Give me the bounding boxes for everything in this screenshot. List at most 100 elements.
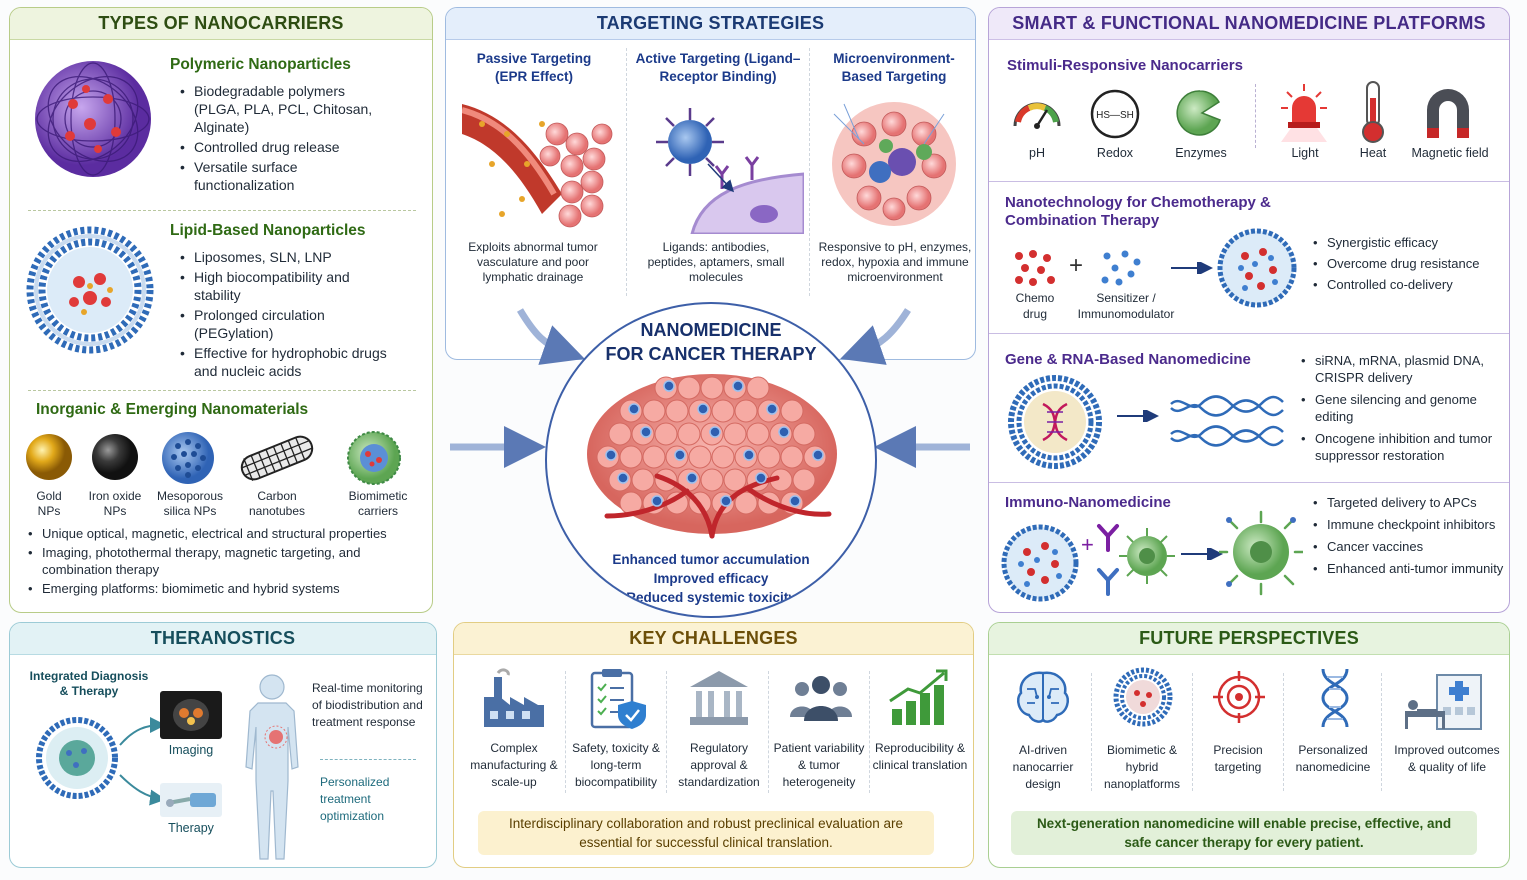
- list-item: Gene silencing and genome editing: [1299, 391, 1505, 425]
- ph-icon: [1013, 102, 1061, 129]
- lipid-title: Lipid-Based Nanoparticles: [170, 222, 366, 239]
- personalized-text: Personalized treatment optimization: [320, 775, 390, 823]
- future-title: FUTURE PERSPECTIVES: [989, 623, 1509, 655]
- list-item: Effective for hydrophobic drugs and nucl…: [178, 344, 388, 380]
- list-item: Emerging platforms: biomimetic and hybri…: [26, 580, 426, 597]
- iron-oxide-np-image: [92, 434, 138, 480]
- list-item: Oncogene inhibition and tumor suppressor…: [1299, 430, 1505, 464]
- stimulus-label: Magnetic field: [1411, 146, 1489, 160]
- microenvironment-title: Microenvironment-Based Targeting: [833, 51, 955, 84]
- challenge-label: Regulatory approval & standardization: [678, 741, 760, 789]
- list-item: Overcome drug resistance: [1311, 255, 1509, 272]
- gene-list: siRNA, mRNA, plasmid DNA, CRISPR deliver…: [1299, 352, 1505, 466]
- chemo-drug-icon: [1015, 250, 1055, 286]
- future-label: Personalized nanomedicine: [1295, 743, 1371, 774]
- center-circle: NANOMEDICINE FOR CANCER THERAPY Enhanced…: [545, 302, 877, 618]
- precision-target-icon: [1213, 671, 1265, 723]
- future-label: Biomimetic & hybrid nanoplatforms: [1103, 743, 1181, 791]
- chemo-title: Nanotechnology for Chemotherapy & Combin…: [1005, 194, 1271, 229]
- lipid-list: Liposomes, SLN, LNP High biocompatibilit…: [178, 248, 388, 382]
- gene-arrow: [1117, 410, 1159, 422]
- gene-nanoparticle-image: [1008, 375, 1102, 469]
- immuno-nanoparticle-image: [1001, 524, 1079, 602]
- list-item: Imaging, photothermal therapy, magnetic …: [26, 544, 426, 578]
- future-note: Next-generation nanomedicine will enable…: [1011, 811, 1477, 855]
- center-title: NANOMEDICINE FOR CANCER THERAPY: [605, 320, 817, 364]
- antibody-icon: [1097, 524, 1119, 596]
- list-item: Targeted delivery to APCs: [1311, 494, 1507, 511]
- center-benefits: Enhanced tumor accumulation Improved eff…: [547, 550, 875, 607]
- biomimetic-carrier-image: [347, 431, 401, 485]
- therapy-label: Therapy: [168, 821, 214, 835]
- svg-text:HS—SH: HS—SH: [1096, 110, 1134, 121]
- challenges-panel: KEY CHALLENGES Complex manufacturing & s…: [453, 622, 974, 868]
- tumor-image: [587, 374, 837, 539]
- imaging-image: [160, 691, 222, 739]
- theranostics-title: THERANOSTICS: [10, 623, 436, 655]
- theranostics-panel: THERANOSTICS Integrated Diagnosis & Ther…: [9, 622, 437, 868]
- smart-panel: SMART & FUNCTIONAL NANOMEDICINE PLATFORM…: [988, 7, 1510, 613]
- list-item: Prolonged circulation (PEGylation): [178, 306, 388, 342]
- benefit-item: Improved efficacy: [653, 571, 769, 586]
- hospital-icon: [1405, 674, 1482, 730]
- gold-np-label: Gold NPs: [36, 489, 62, 518]
- types-panel: TYPES OF NANOCARRIERS Polymeric Nanopart…: [9, 7, 433, 613]
- types-title: TYPES OF NANOCARRIERS: [10, 8, 432, 40]
- ai-brain-icon: [1017, 671, 1069, 723]
- theranostic-nanoparticle-image: [36, 717, 118, 799]
- list-item: Immune checkpoint inhibitors: [1311, 516, 1507, 533]
- carbon-nanotube-label: Carbon nanotubes: [248, 489, 306, 518]
- targeting-title: TARGETING STRATEGIES: [446, 8, 975, 40]
- list-item: Unique optical, magnetic, electrical and…: [26, 525, 426, 542]
- stimulus-label: Heat: [1359, 146, 1387, 160]
- theranostics-subtitle: Integrated Diagnosis & Therapy: [29, 669, 149, 698]
- future-panel: FUTURE PERSPECTIVES AI-driven nanocarrie…: [988, 622, 1510, 868]
- list-item: Cancer vaccines: [1311, 538, 1507, 555]
- immuno-list: Targeted delivery to APCs Immune checkpo…: [1311, 494, 1507, 579]
- magnet-icon: [1427, 89, 1469, 138]
- gold-np-image: [26, 434, 72, 480]
- biomimetic-label: Biomimetic carriers: [348, 489, 408, 518]
- stimulus-label: Light: [1291, 146, 1319, 160]
- stimulus-label: pH: [1029, 146, 1045, 160]
- monitoring-text: Real-time monitoring of biodistribution …: [312, 681, 423, 729]
- enzyme-icon: [1176, 90, 1221, 136]
- factory-icon: [484, 668, 544, 727]
- gene-title: Gene & RNA-Based Nanomedicine: [1005, 351, 1251, 368]
- immune-cell-icon: [1119, 528, 1175, 584]
- imaging-label: Imaging: [168, 743, 214, 757]
- list-item: Synergistic efficacy: [1311, 234, 1509, 251]
- challenge-label: Reproducibility & clinical translation: [872, 741, 968, 772]
- challenge-label: Safety, toxicity & long-term biocompatib…: [572, 741, 660, 789]
- therapy-image: [160, 783, 222, 817]
- polymeric-list: Biodegradable polymers (PLGA, PLA, PCL, …: [178, 82, 388, 196]
- heat-icon: [1362, 81, 1384, 143]
- passive-targeting-image: [462, 104, 613, 228]
- stimuli-title: Stimuli-Responsive Nanocarriers: [1007, 57, 1243, 74]
- future-label: AI-driven nanocarrier design: [1012, 743, 1074, 791]
- challenges-note: Interdisciplinary collaboration and robu…: [478, 811, 934, 855]
- redox-icon: HS—SH: [1090, 89, 1140, 139]
- light-icon: [1281, 84, 1327, 142]
- immuno-arrow: [1181, 548, 1223, 560]
- microenvironment-image: [832, 102, 956, 226]
- theranostic-arrows: [119, 717, 166, 806]
- chemo-arrow: [1171, 262, 1213, 274]
- list-item: siRNA, mRNA, plasmid DNA, CRISPR deliver…: [1299, 352, 1505, 386]
- mesoporous-label: Mesoporous silica NPs: [156, 489, 224, 518]
- passive-desc: Exploits abnormal tumor vasculature and …: [468, 240, 598, 284]
- active-title: Active Targeting (Ligand–Receptor Bindin…: [635, 51, 801, 84]
- targeting-panel: TARGETING STRATEGIES Passive Targeting (…: [445, 7, 976, 360]
- list-item: Controlled co-delivery: [1311, 276, 1509, 293]
- iron-oxide-label: Iron oxide NPs: [88, 489, 142, 518]
- liposome-image: [26, 226, 154, 354]
- list-item: High biocompatibility and stability: [178, 268, 388, 304]
- dna-icon: [1321, 668, 1349, 728]
- inorganic-title: Inorganic & Emerging Nanomaterials: [36, 401, 309, 418]
- plus-sign: +: [1069, 252, 1084, 279]
- human-body-image: [245, 674, 299, 860]
- active-targeting-image: [656, 108, 804, 234]
- hybrid-nanoplatform-icon: [1113, 667, 1173, 727]
- benefit-item: Enhanced tumor accumulation: [612, 552, 810, 567]
- checklist-shield-icon: [590, 669, 646, 729]
